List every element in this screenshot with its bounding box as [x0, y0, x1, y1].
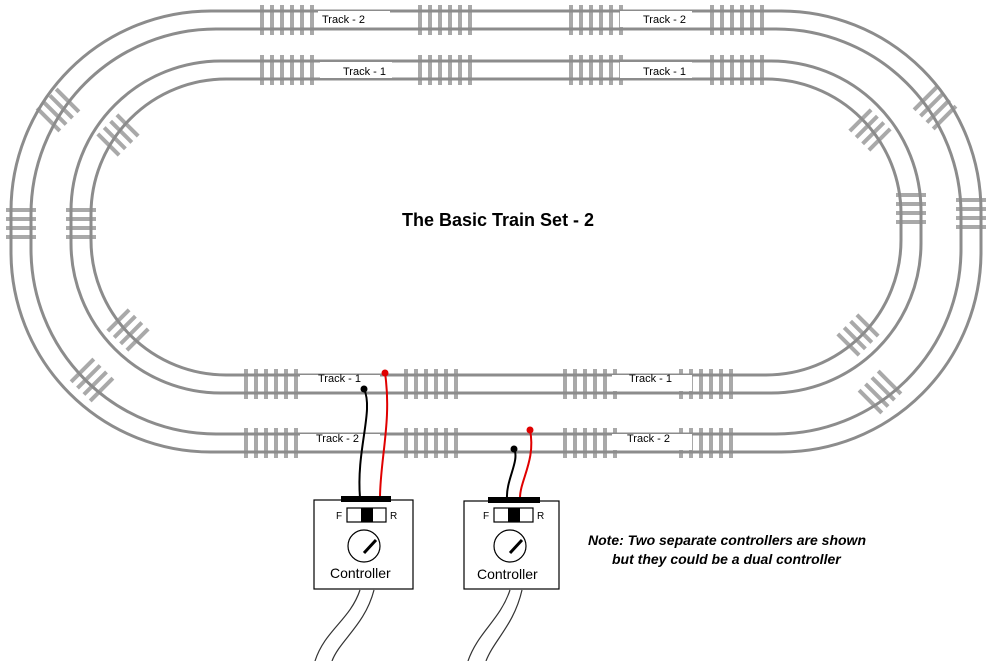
track-rails	[9, 9, 983, 454]
tie	[864, 382, 890, 408]
controller-2-speed-dial[interactable]	[493, 529, 527, 563]
tie	[870, 376, 896, 402]
tie	[42, 100, 68, 126]
wires	[314, 372, 533, 661]
controller-1-forward-label: F	[336, 511, 342, 522]
tie	[848, 108, 873, 133]
tie	[48, 94, 74, 120]
controller-2-switch-knob	[508, 508, 520, 522]
diagram-title: The Basic Train Set - 2	[402, 210, 594, 230]
controller-2-label: Controller	[477, 566, 538, 582]
track-1-label-top-right: Track - 1	[643, 66, 686, 78]
note-line-2: but they could be a dual controller	[612, 551, 842, 567]
tie	[849, 319, 874, 344]
controller-2-reverse-label: R	[537, 511, 544, 522]
track-1-label-bottom-right: Track - 1	[629, 373, 672, 385]
tie	[919, 92, 945, 118]
tie	[842, 326, 867, 351]
tie	[35, 106, 62, 133]
controller-2-dial-pointer	[508, 538, 524, 555]
controller-1-switch-knob	[361, 508, 373, 522]
controller-1-speed-dial[interactable]	[347, 529, 381, 563]
tie	[82, 370, 108, 396]
tie	[96, 132, 121, 157]
track-1-red-terminal	[381, 369, 389, 377]
tie	[54, 87, 81, 114]
controller-2-red-wire	[519, 429, 533, 499]
tie	[88, 376, 115, 403]
controller-2-black-wire	[505, 448, 517, 499]
controller-2-power-cord-b	[485, 589, 523, 661]
track-1-outer-rail	[69, 59, 923, 395]
track-1-label-top-left: Track - 1	[343, 66, 386, 78]
controller-2: F R Controller	[463, 497, 560, 590]
controller-1-red-wire	[379, 372, 389, 499]
tie	[854, 114, 879, 139]
tie	[125, 327, 150, 352]
tie	[836, 332, 861, 357]
controller-1-power-cord-a	[314, 589, 361, 661]
track-2-red-terminal	[526, 426, 534, 434]
track-2-outer-rail	[9, 9, 983, 454]
controller-1-reverse-label: R	[390, 511, 397, 522]
controller-1-black-wire	[358, 388, 368, 499]
track-2-label-bottom-left: Track - 2	[316, 433, 359, 445]
controller-2-terminal-strip	[488, 497, 540, 503]
tie	[69, 357, 96, 384]
controller-1-label: Controller	[330, 565, 391, 581]
track-1-label-bottom-left: Track - 1	[318, 373, 361, 385]
controller-1-dial-pointer	[362, 538, 378, 555]
tie	[115, 113, 140, 138]
tie	[109, 119, 134, 144]
tie	[112, 314, 137, 339]
track-2-inner-rail	[29, 27, 963, 436]
tie	[925, 98, 951, 124]
track-labels: Track - 2 Track - 2 Track - 1 Track - 1 …	[300, 11, 692, 450]
tie	[855, 313, 880, 338]
track-2-label-bottom-right: Track - 2	[627, 433, 670, 445]
track-ties	[6, 5, 986, 458]
track-2-label-top-right: Track - 2	[643, 14, 686, 26]
track-2-black-terminal	[510, 445, 518, 453]
controller-2-forward-label: F	[483, 511, 489, 522]
tie	[857, 388, 884, 415]
tie	[76, 364, 102, 390]
controller-1: F R Controller	[313, 496, 414, 590]
controller-1-terminal-strip	[341, 496, 391, 502]
tie	[912, 85, 939, 112]
tie	[119, 321, 144, 346]
controller-1-power-cord-b	[331, 589, 375, 661]
track-2-label-top-left: Track - 2	[322, 14, 365, 26]
track-1-inner-rail	[89, 77, 903, 377]
note-line-1: Note: Two separate controllers are shown	[588, 532, 866, 548]
controller-2-power-cord-a	[467, 589, 511, 661]
track-1-black-terminal	[360, 385, 368, 393]
